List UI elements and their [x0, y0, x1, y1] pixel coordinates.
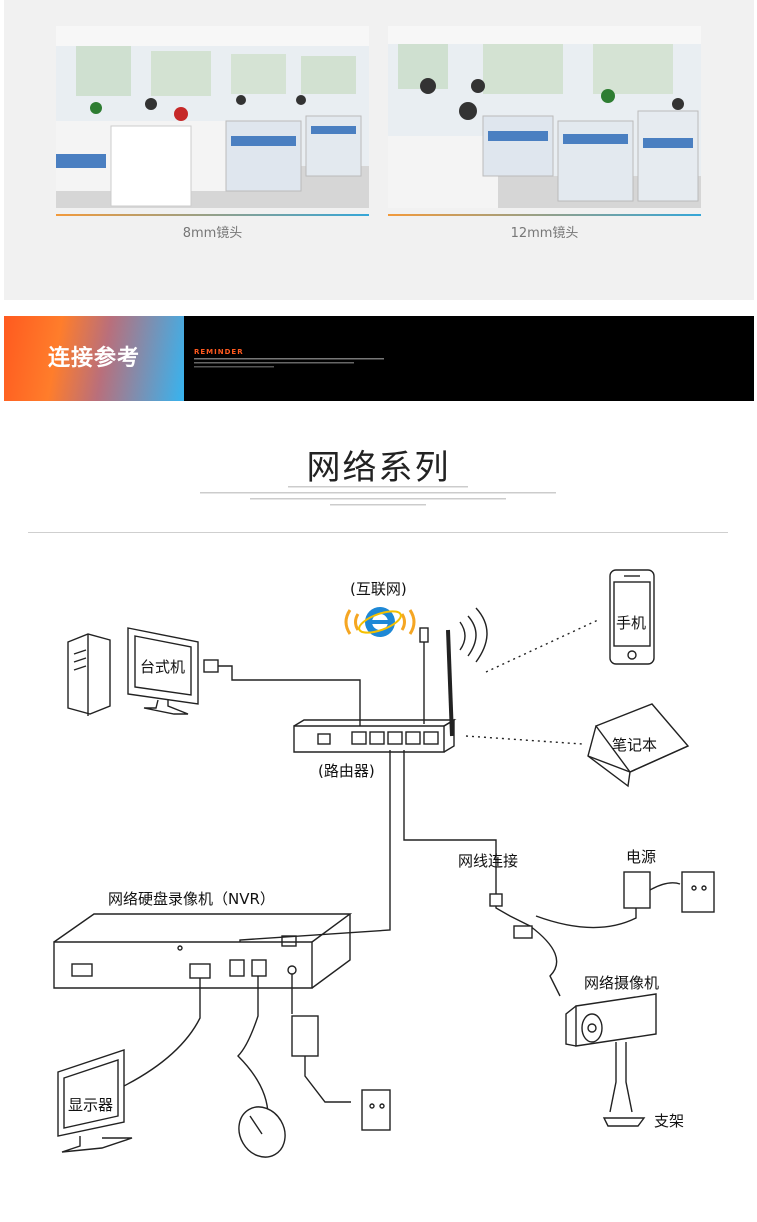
cable-plug [513, 925, 533, 939]
decorative-fine-text [200, 486, 556, 506]
section-title: 网络系列 [306, 448, 451, 488]
mobile-phone [609, 569, 655, 665]
office-photo-12mm [388, 26, 701, 208]
laptop [587, 703, 690, 788]
banner-subtitle: REMINDER [194, 348, 244, 356]
caption-divider [388, 214, 701, 216]
router [293, 607, 488, 753]
monitor-label: 显示器 [68, 1096, 113, 1114]
office-photo-8mm [56, 26, 369, 208]
wireless-link-phone [485, 619, 599, 673]
internet-label: (互联网) [350, 580, 407, 598]
mouse [238, 1106, 286, 1158]
nvr-cable [239, 750, 391, 964]
power-label: 电源 [626, 848, 656, 866]
wireless-link-laptop [465, 735, 583, 745]
section-divider [28, 532, 728, 533]
caption-divider [56, 214, 369, 216]
monitor [57, 1049, 133, 1153]
phone-label: 手机 [616, 614, 646, 632]
cable-plug [203, 659, 219, 673]
desktop-cable [218, 665, 361, 726]
internet-explorer-icon [344, 607, 416, 637]
camera-cable [403, 750, 497, 880]
cable-connection-label: 网线连接 [458, 852, 518, 870]
camera-cable-junction [495, 880, 561, 997]
banner-title: 连接参考 [47, 346, 140, 371]
nvr-power-adapter [291, 1015, 391, 1131]
desktop-label: 台式机 [140, 658, 185, 676]
desktop-computer [67, 627, 199, 716]
laptop-label: 笔记本 [612, 736, 657, 754]
caption-8mm: 8mm镜头 [182, 226, 243, 241]
mouse-cable [237, 976, 269, 1117]
banner-decorative-lines [194, 358, 384, 368]
section-banner: 连接参考 REMINDER [4, 316, 754, 401]
lens-comparison-panel: 8mm镜头 12mm镜头 [4, 0, 754, 300]
cable-plug [489, 893, 503, 907]
network-camera [565, 993, 657, 1127]
nvr-label: 网络硬盘录像机（NVR） [108, 890, 275, 908]
bracket-label: 支架 [654, 1112, 684, 1130]
network-connection-diagram: (互联网) 台式机 手机 笔记本 [53, 569, 715, 1158]
banner-gradient [4, 316, 184, 401]
router-label: (路由器) [318, 762, 375, 780]
network-video-recorder [53, 913, 353, 989]
power-adapter [535, 871, 715, 929]
camera-label: 网络摄像机 [584, 974, 659, 992]
monitor-cable [119, 978, 201, 1089]
cable-plug [419, 627, 429, 643]
caption-12mm: 12mm镜头 [510, 226, 579, 241]
